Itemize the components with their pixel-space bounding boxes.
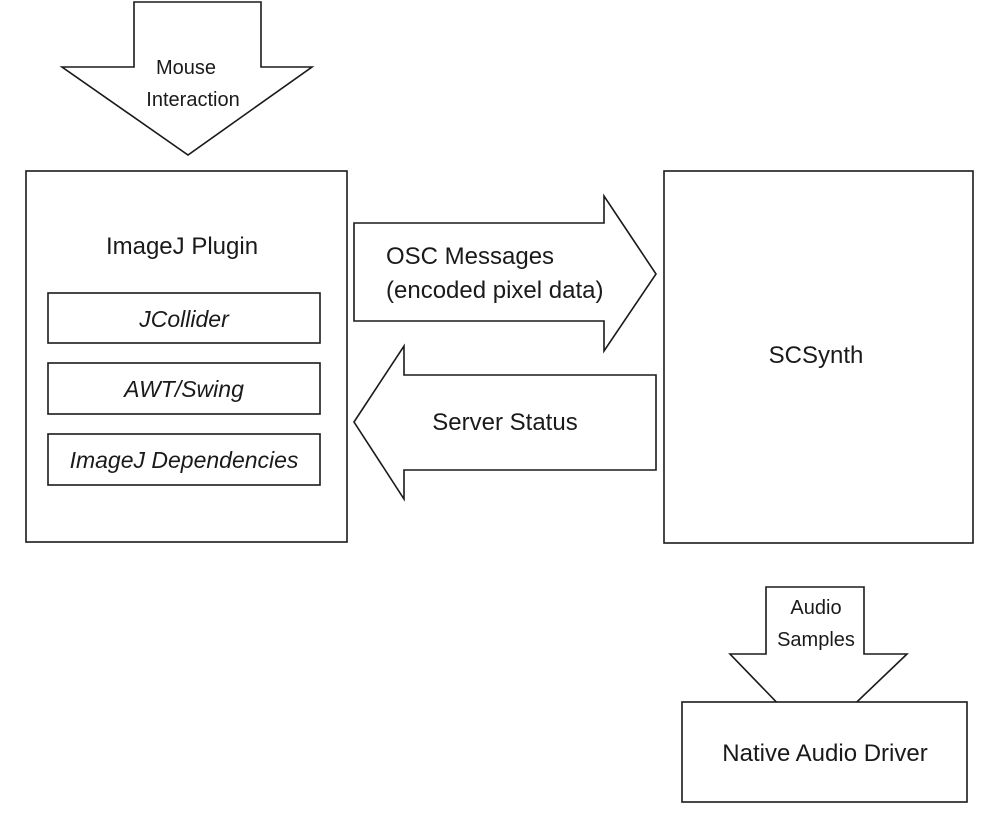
module-imagej-dependencies: ImageJ Dependencies [47,433,321,486]
native-audio-driver-title: Native Audio Driver [722,740,927,767]
audio-samples-label-line2: Samples [777,629,855,651]
module-awt-swing-label: AWT/Swing [122,376,244,402]
osc-messages-label-line2: (encoded pixel data) [386,277,603,304]
imagej-plugin-box-frame [25,170,348,543]
module-awt-swing: AWT/Swing [47,362,321,415]
server-status-label: Server Status [432,409,577,436]
audio-samples-arrow-shape [728,586,909,744]
native-audio-driver-box-frame [681,701,968,803]
osc-messages-label-line1: OSC Messages [386,243,554,270]
imagej-plugin-title: ImageJ Plugin [106,233,258,260]
mouse-interaction-label-line1: Mouse [156,57,216,79]
module-jcollider-label: JCollider [138,306,230,332]
server-status-arrow: Server Status [353,343,657,502]
scsynth-title: SCSynth [769,342,864,369]
osc-messages-arrow-shape [353,193,657,354]
mouse-interaction-label-line2: Interaction [146,89,239,111]
mouse-interaction-arrow-shape [59,1,315,156]
scsynth-box-frame [663,170,974,544]
native-audio-driver-box: Native Audio Driver [681,701,968,803]
module-awt-swing-frame [47,362,321,415]
module-imagej-dependencies-frame [47,433,321,486]
mouse-interaction-arrow: Mouse Interaction [59,1,315,156]
scsynth-box: SCSynth [663,170,974,544]
osc-messages-arrow: OSC Messages (encoded pixel data) [353,193,657,354]
server-status-arrow-shape [353,343,657,502]
module-imagej-dependencies-label: ImageJ Dependencies [70,447,299,473]
audio-samples-label-line1: Audio [790,597,841,619]
imagej-plugin-box: ImageJ Plugin JCollider AWT/Swing ImageJ… [25,170,348,543]
module-jcollider: JCollider [47,292,321,344]
audio-samples-arrow: Audio Samples [728,586,909,744]
module-jcollider-frame [47,292,321,344]
